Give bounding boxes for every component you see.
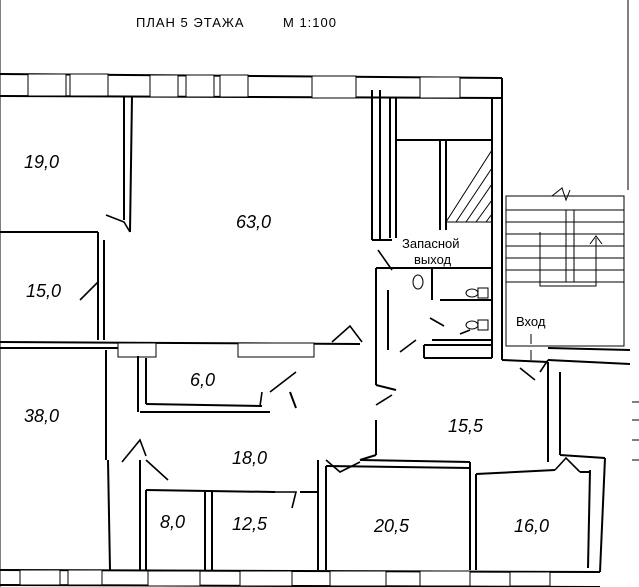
room-area-label: 18,0 <box>232 448 267 468</box>
room-area-label: 19,0 <box>24 152 59 172</box>
room-area-label: 63,0 <box>236 212 271 232</box>
interior-walls <box>0 90 631 571</box>
room-area-label: 20,5 <box>373 516 410 536</box>
plan-scale: М 1:100 <box>283 15 337 30</box>
right-edge-ticks <box>632 401 639 461</box>
exterior-walls <box>0 73 606 587</box>
room-area-label: 15,0 <box>26 281 61 301</box>
room-area-label: 16,0 <box>514 516 549 536</box>
room-area-label: 12,5 <box>232 514 268 534</box>
doors <box>79 214 581 509</box>
main-stairs <box>445 149 493 223</box>
bottom-windows <box>19 569 551 587</box>
room-area-label: 38,0 <box>24 406 59 426</box>
emergency-exit-label: выход <box>414 252 452 267</box>
room-area-label: 8,0 <box>160 512 185 532</box>
emergency-exit-label: Запасной <box>402 236 460 251</box>
wc-fixtures <box>412 274 489 331</box>
room-area-label: 6,0 <box>190 370 215 390</box>
room-area-label: 15,5 <box>448 416 484 436</box>
entrance-stairs <box>505 187 625 347</box>
top-windows <box>27 73 461 99</box>
entrance-label: Вход <box>516 314 546 329</box>
plan-title: ПЛАН 5 ЭТАЖА <box>136 15 245 30</box>
